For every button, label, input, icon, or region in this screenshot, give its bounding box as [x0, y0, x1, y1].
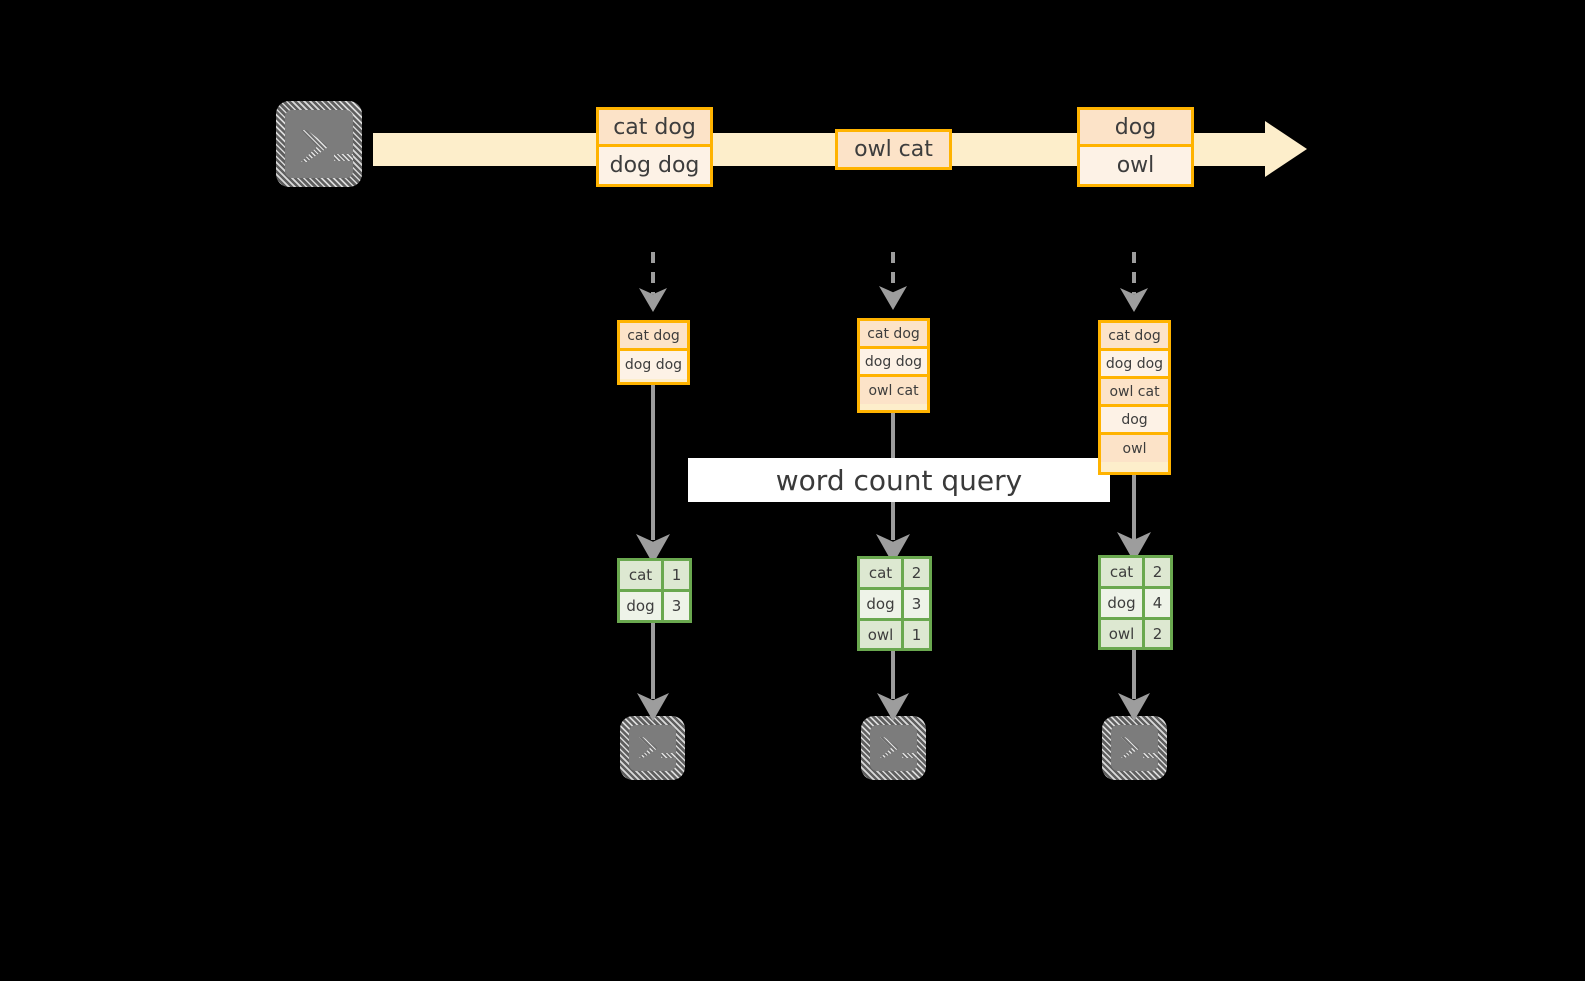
snapshot-line: dog [1101, 407, 1168, 435]
stream-arrowhead [1265, 121, 1307, 177]
sink-terminal-icon[interactable] [620, 716, 685, 780]
terminal-prompt-chevron-icon [639, 737, 657, 758]
result-word: cat [860, 559, 904, 587]
snapshot-trigger-arrow-shaft [1132, 252, 1136, 294]
terminal-prompt-underscore-icon [661, 753, 676, 758]
result-word: owl [860, 621, 904, 648]
snapshot-table[interactable]: cat dog dog dog owl cat dog owl [1098, 320, 1171, 475]
terminal-prompt-chevron-icon [301, 130, 327, 162]
table-row: cat 2 [1101, 558, 1170, 589]
sink-terminal-icon[interactable] [1102, 716, 1167, 780]
snapshot-line: dog dog [1101, 351, 1168, 379]
result-word: cat [620, 561, 664, 589]
terminal-prompt-underscore-icon [902, 753, 917, 758]
source-terminal-icon[interactable] [276, 101, 362, 187]
record-line: owl [1080, 147, 1191, 184]
terminal-screen [285, 110, 353, 178]
sink-arrow-shaft [891, 651, 895, 699]
table-row: cat 1 [620, 561, 689, 592]
record-line: cat dog [599, 110, 710, 147]
result-count: 2 [904, 559, 929, 587]
terminal-prompt-underscore-icon [334, 154, 353, 161]
stream-record[interactable]: cat dog dog dog [596, 107, 713, 187]
query-label-text: word count query [775, 463, 1023, 497]
result-count: 2 [1145, 620, 1170, 647]
snapshot-trigger-arrow-shaft [891, 252, 895, 292]
sink-arrow-shaft [1132, 650, 1136, 699]
stream-record[interactable]: owl cat [835, 129, 952, 170]
terminal-prompt-chevron-icon [1121, 737, 1139, 758]
terminal-screen [629, 725, 676, 771]
snapshot-line: cat dog [620, 323, 687, 351]
snapshot-line: owl cat [860, 377, 927, 404]
query-arrow-shaft [1132, 475, 1136, 540]
result-table[interactable]: cat 2 dog 3 owl 1 [857, 556, 932, 651]
terminal-prompt-chevron-icon [880, 737, 898, 758]
record-line: dog dog [599, 147, 710, 184]
terminal-screen [1111, 725, 1158, 771]
record-line: owl cat [838, 132, 949, 167]
table-row: dog 3 [620, 592, 689, 620]
sink-arrow-shaft [651, 623, 655, 699]
snapshot-trigger-arrow-shaft [651, 252, 655, 294]
snapshot-line: cat dog [1101, 323, 1168, 351]
result-count: 3 [904, 590, 929, 618]
result-word: dog [1101, 589, 1145, 617]
snapshot-line: dog dog [860, 349, 927, 377]
snapshot-line: cat dog [860, 321, 927, 349]
result-count: 1 [664, 561, 689, 589]
snapshot-line: owl [1101, 435, 1168, 462]
result-word: dog [860, 590, 904, 618]
result-table[interactable]: cat 1 dog 3 [617, 558, 692, 623]
record-line: dog [1080, 110, 1191, 147]
snapshot-table[interactable]: cat dog dog dog owl cat [857, 318, 930, 413]
result-count: 2 [1145, 558, 1170, 586]
result-word: owl [1101, 620, 1145, 647]
result-count: 4 [1145, 589, 1170, 617]
snapshot-line: dog dog [620, 351, 687, 379]
terminal-screen [870, 725, 917, 771]
snapshot-table[interactable]: cat dog dog dog [617, 320, 690, 385]
stream-record[interactable]: dog owl [1077, 107, 1194, 187]
terminal-prompt-underscore-icon [1143, 753, 1158, 758]
result-count: 3 [664, 592, 689, 620]
table-row: owl 2 [1101, 620, 1170, 647]
result-count: 1 [904, 621, 929, 648]
query-label-banner: word count query [688, 458, 1110, 502]
table-row: owl 1 [860, 621, 929, 648]
result-word: dog [620, 592, 664, 620]
sink-terminal-icon[interactable] [861, 716, 926, 780]
table-row: dog 4 [1101, 589, 1170, 620]
table-row: dog 3 [860, 590, 929, 621]
snapshot-line: owl cat [1101, 379, 1168, 407]
query-arrow-shaft [651, 385, 655, 540]
result-table[interactable]: cat 2 dog 4 owl 2 [1098, 555, 1173, 650]
table-row: cat 2 [860, 559, 929, 590]
result-word: cat [1101, 558, 1145, 586]
